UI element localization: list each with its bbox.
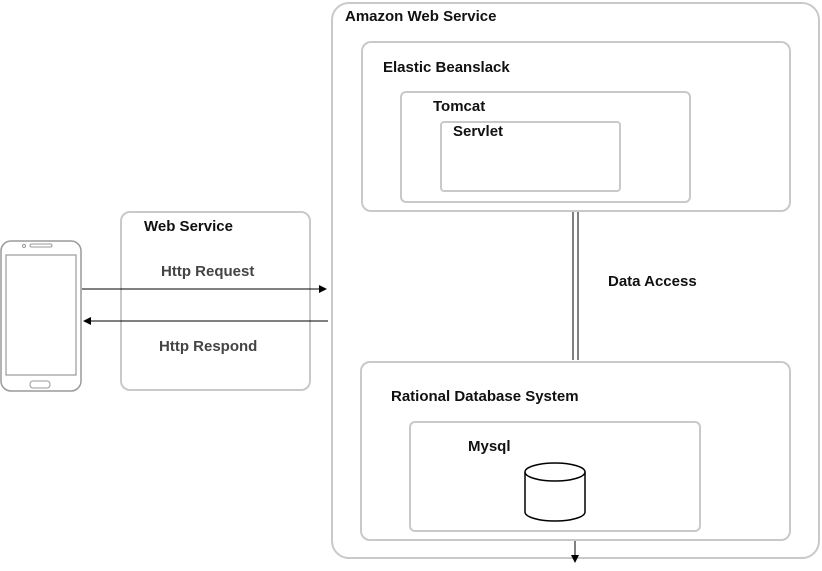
web-service-title: Web Service [144, 218, 233, 235]
smartphone-icon [0, 240, 82, 392]
servlet-box [440, 121, 621, 192]
data-access-connector [572, 212, 579, 360]
servlet-title: Servlet [453, 123, 504, 140]
http-respond-label: Http Respond [159, 338, 258, 355]
http-request-label: Http Request [161, 263, 255, 280]
mysql-title: Mysql [468, 438, 511, 455]
beanstalk-title: Elastic Beanslack [383, 59, 510, 76]
web-service-box [120, 211, 311, 391]
data-access-label: Data Access [608, 273, 697, 290]
rds-title: Rational Database System [391, 388, 579, 405]
aws-title: Amazon Web Service [345, 8, 497, 25]
tomcat-title: Tomcat [433, 98, 486, 115]
database-cylinder-icon [524, 462, 586, 522]
